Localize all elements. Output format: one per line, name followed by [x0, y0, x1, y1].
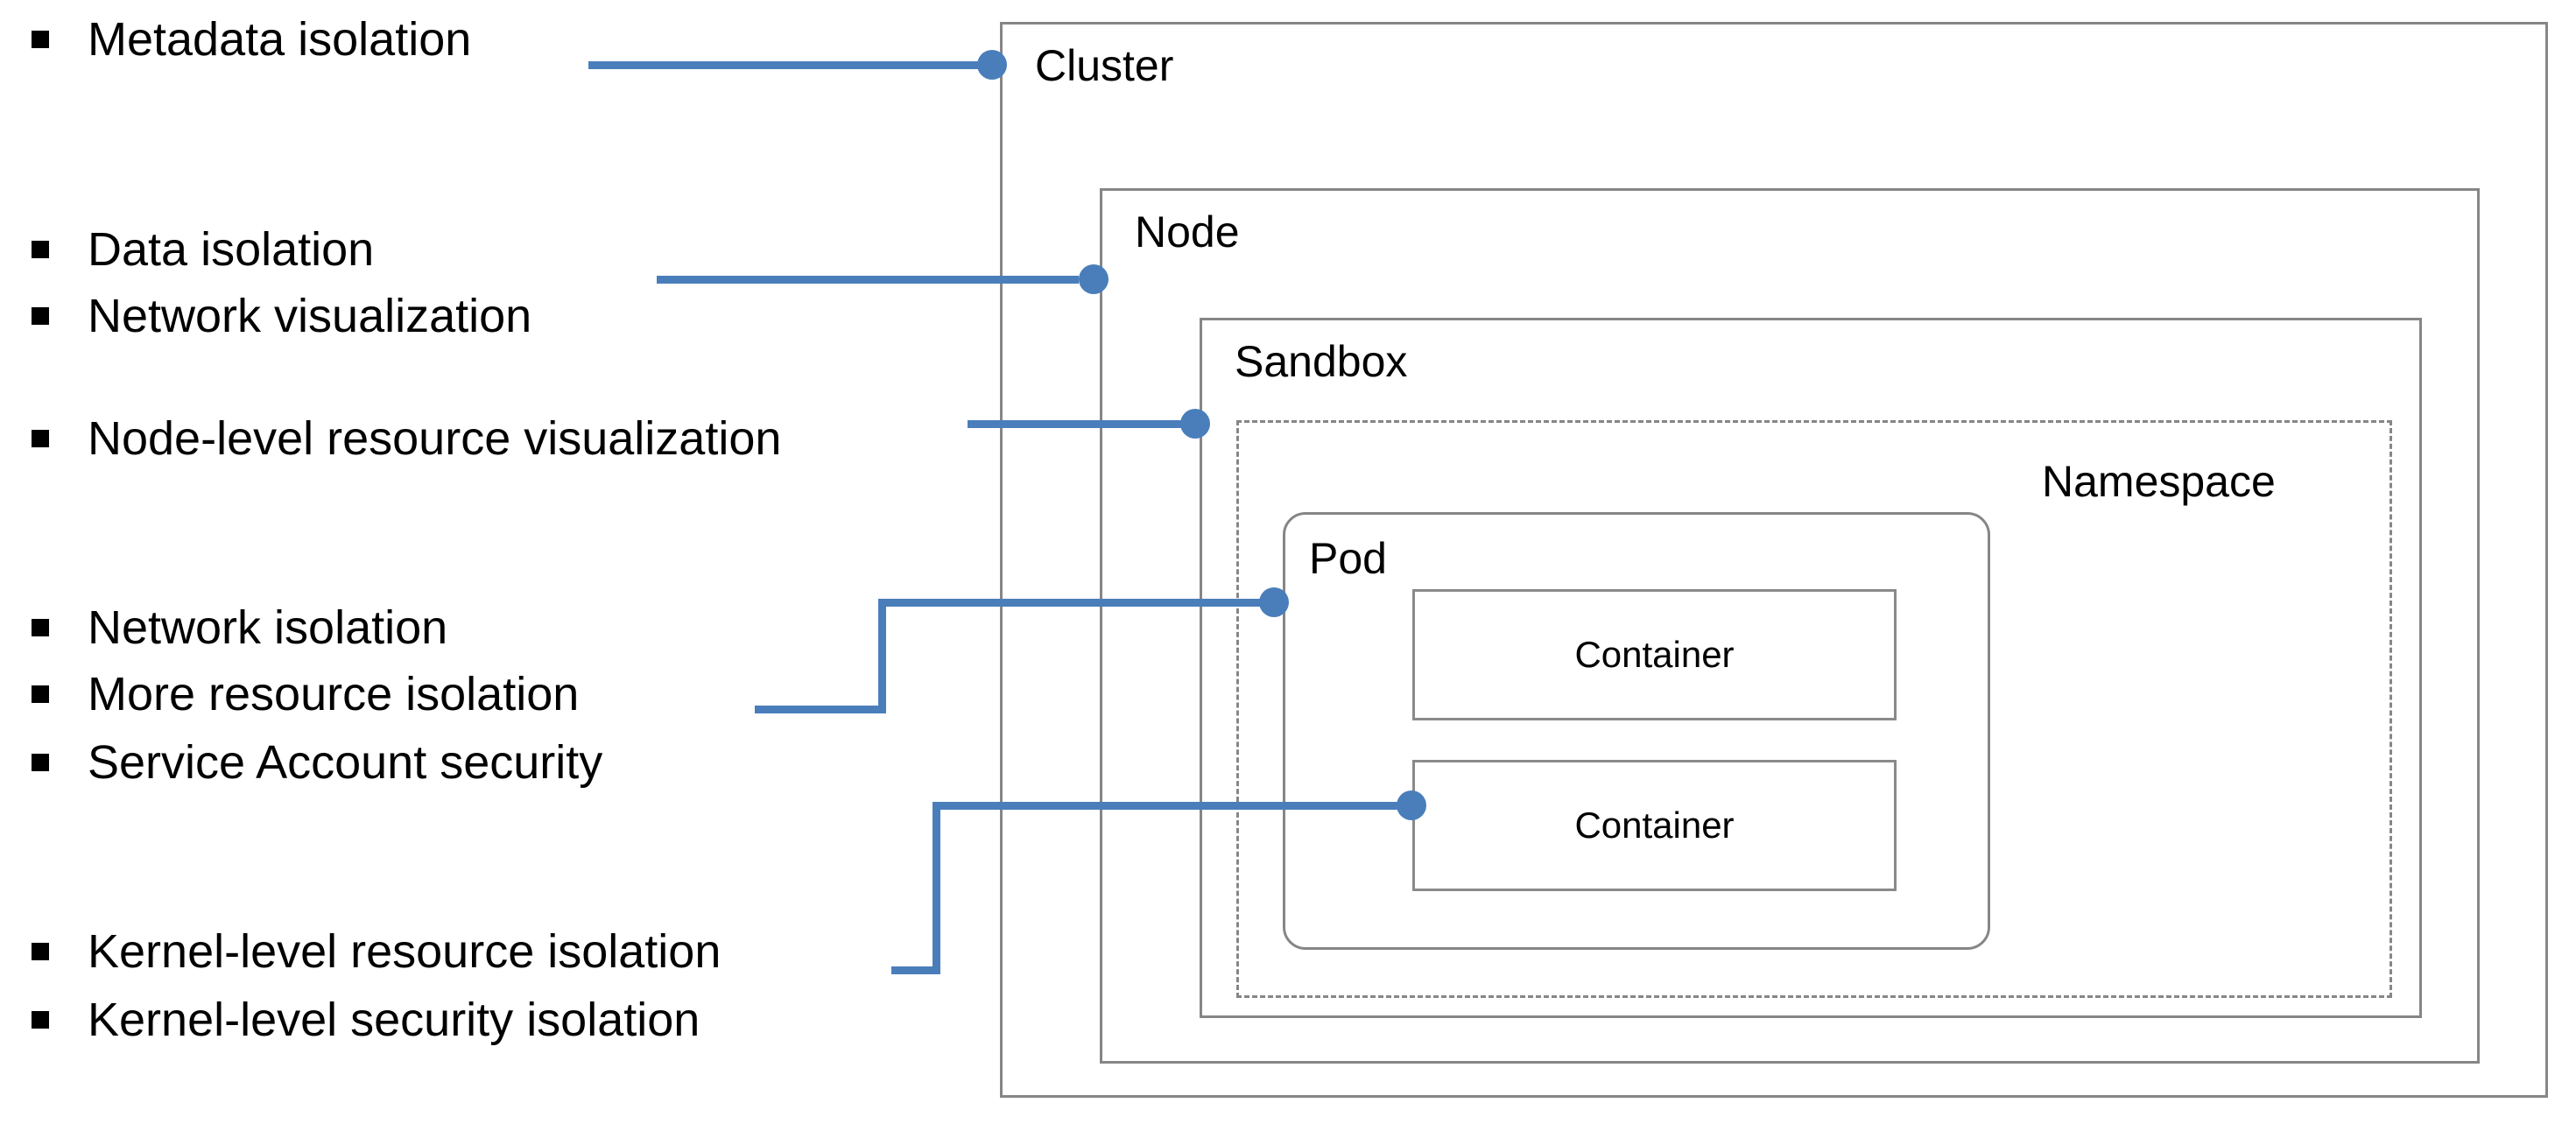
list-item-label: Kernel-level security isolation: [88, 994, 700, 1046]
bullet-square-icon: [32, 241, 49, 258]
list-item: More resource isolation: [32, 671, 579, 718]
list-item: Service Account security: [32, 739, 602, 786]
network-isolation-connector-segment: [878, 599, 886, 713]
bullet-square-icon: [32, 685, 49, 703]
data-network-connector-endpoint-dot-icon: [1079, 264, 1109, 294]
container-label: Container: [1574, 634, 1735, 675]
network-isolation-connector-endpoint-dot-icon: [1259, 587, 1289, 617]
network-isolation-connector-segment: [878, 599, 1272, 607]
container-label: Container: [1574, 804, 1735, 846]
list-item: Kernel-level resource isolation: [32, 928, 721, 975]
list-item: Node-level resource visualization: [32, 415, 781, 462]
cluster-label: Cluster: [1035, 41, 1174, 90]
node-level-resource-connector-endpoint-dot-icon: [1180, 409, 1210, 439]
list-item-label: Network visualization: [88, 290, 532, 342]
list-item-label: Metadata isolation: [88, 13, 472, 66]
kernel-level-connector-segment: [933, 802, 940, 974]
pod-box: [1283, 512, 1990, 950]
list-item: Metadata isolation: [32, 16, 471, 63]
container-box: Container: [1412, 589, 1897, 720]
container-box: Container: [1412, 760, 1897, 891]
list-item: Network visualization: [32, 292, 531, 340]
list-item: Data isolation: [32, 226, 374, 273]
metadata-isolation-connector-segment: [588, 61, 1000, 69]
node-box: [1100, 188, 2480, 1064]
node-label: Node: [1135, 207, 1240, 256]
kernel-level-connector-segment: [891, 966, 940, 974]
list-item-label: Service Account security: [88, 736, 603, 789]
list-item: Network isolation: [32, 604, 447, 651]
kernel-level-connector-endpoint-dot-icon: [1397, 790, 1426, 820]
sandbox-label: Sandbox: [1235, 337, 1408, 386]
list-item-label: Kernel-level resource isolation: [88, 925, 721, 978]
list-item-label: Network isolation: [88, 601, 448, 654]
sandbox-box: [1200, 318, 2422, 1018]
bullet-square-icon: [32, 307, 49, 325]
namespace-label: Namespace: [2042, 457, 2276, 506]
bullet-square-icon: [32, 31, 49, 48]
node-level-resource-connector-segment: [968, 420, 1187, 428]
list-item-label: More resource isolation: [88, 668, 580, 720]
bullet-square-icon: [32, 430, 49, 447]
namespace-box: [1236, 420, 2392, 998]
pod-label: Pod: [1309, 534, 1387, 583]
kernel-level-connector-segment: [933, 802, 1410, 810]
bullet-square-icon: [32, 619, 49, 636]
metadata-isolation-connector-endpoint-dot-icon: [977, 50, 1007, 80]
cluster-box: [1000, 22, 2548, 1098]
list-item: Kernel-level security isolation: [32, 996, 700, 1043]
list-item-label: Node-level resource visualization: [88, 412, 782, 465]
bullet-square-icon: [32, 754, 49, 771]
list-item-label: Data isolation: [88, 223, 375, 276]
data-network-connector-segment: [657, 276, 1079, 284]
network-isolation-connector-segment: [755, 706, 886, 713]
bullet-square-icon: [32, 1011, 49, 1029]
bullet-square-icon: [32, 943, 49, 960]
